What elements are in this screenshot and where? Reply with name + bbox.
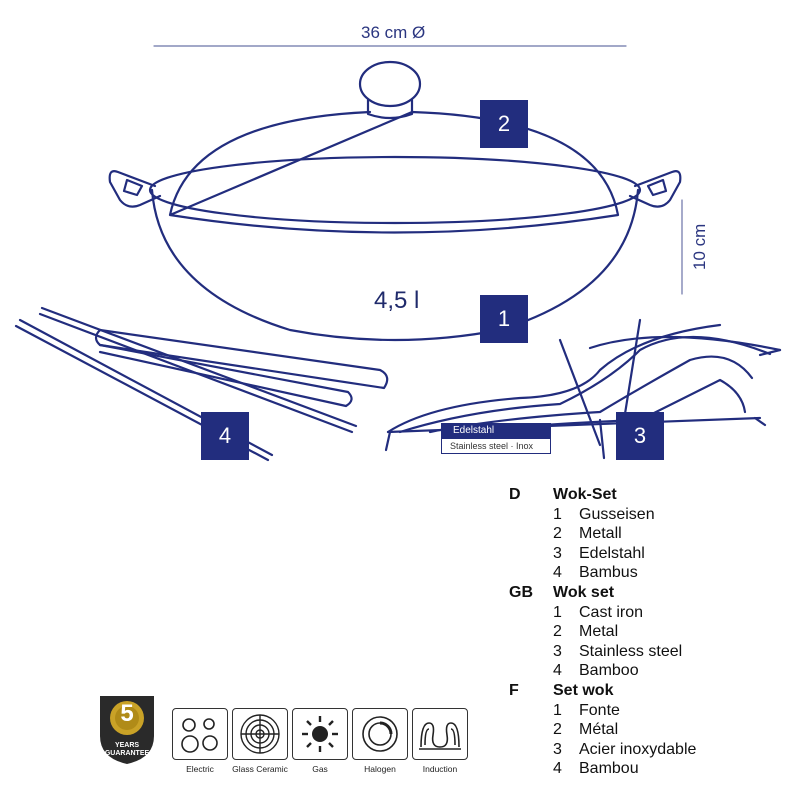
halogen-hob-icon	[362, 716, 398, 752]
diameter-label: 36 cm Ø	[361, 23, 426, 42]
legend-item: Fonte	[579, 701, 620, 719]
legend-item: Gusseisen	[579, 505, 655, 523]
legend-item: Acier inoxydable	[579, 740, 697, 758]
legend-item: Cast iron	[579, 603, 644, 621]
item-number: 1	[553, 603, 562, 621]
induction-hob-icon	[419, 722, 461, 750]
guarantee-line-1: YEARS	[114, 742, 140, 749]
hob-label: Gas	[312, 764, 328, 774]
item-number: 2	[553, 721, 562, 739]
hob-electric: Electric	[172, 708, 228, 774]
hob-gas: Gas	[292, 708, 348, 774]
hob-label: Electric	[186, 764, 214, 774]
item-number: 2	[553, 525, 562, 543]
hob-label: Glass Ceramic	[232, 764, 288, 774]
steel-tag-title: Edelstahl	[441, 423, 551, 439]
legend-item: Edelstahl	[579, 544, 645, 562]
item-number: 4	[553, 760, 562, 778]
wok-rim	[148, 155, 642, 225]
badge-1-wok: 1	[480, 295, 528, 343]
badge-2-lid: 2	[480, 100, 528, 148]
bamboo-tongs	[94, 328, 389, 408]
legend-item: Bamboo	[579, 662, 639, 680]
hob-label: Induction	[422, 764, 458, 774]
item-number: 1	[553, 505, 562, 523]
language-code: F	[509, 681, 519, 699]
legend-item: Métal	[579, 721, 619, 739]
hob-induction: Induction	[412, 708, 468, 774]
language-code: GB	[509, 583, 533, 601]
item-number: 3	[553, 642, 562, 660]
item-number: 4	[553, 564, 562, 582]
height-label: 10 cm	[690, 223, 709, 270]
badge-4-bamboo: 4	[201, 412, 249, 460]
wok-body	[150, 188, 640, 342]
hob-glass-ceramic: Glass Ceramic	[232, 708, 288, 774]
wok-handle-left	[108, 170, 162, 208]
legend-title: Set wok	[553, 681, 614, 699]
legend-group-de: D Wok-Set 1 Gusseisen 2 Metall 3 Edelstahl 4…	[509, 485, 696, 583]
legend-group-gb: GB Wok set 1 Cast iron 2 Metal 3 Stainless s…	[509, 583, 696, 681]
guarantee-line-2: GUARANTEE	[104, 750, 150, 757]
legend-group-fr: F Set wok 1 Fonte 2 Métal 3 Acier inoxydable…	[509, 681, 696, 779]
hob-compatibility: Electric Glass Ceramic	[172, 708, 468, 774]
hob-label: Halogen	[364, 764, 396, 774]
language-code: D	[509, 486, 521, 503]
item-number: 3	[553, 544, 562, 562]
wok-set-illustration	[14, 45, 782, 462]
hob-halogen: Halogen	[352, 708, 408, 774]
wok-handle-right	[628, 170, 682, 208]
guarantee-seal-icon	[100, 696, 154, 764]
legend-title: Wok set	[553, 583, 615, 601]
item-number: 1	[553, 701, 562, 719]
guarantee-text: YEARS GUARANTEE	[96, 742, 158, 758]
item-number: 2	[553, 623, 562, 641]
legend-item: Bambou	[579, 760, 639, 778]
badge-3-rack: 3	[616, 412, 664, 460]
stainless-steel-tag: Edelstahl Stainless steel · Inox	[441, 423, 551, 454]
item-number: 3	[553, 740, 562, 758]
steel-tag-subtitle: Stainless steel · Inox	[441, 439, 551, 454]
legend-item: Metall	[579, 525, 622, 543]
gas-hob-icon	[302, 716, 338, 752]
wok-lid	[168, 110, 620, 234]
legend-item: Bambus	[579, 564, 638, 582]
volume-label: 4,5 l	[374, 287, 420, 314]
electric-hob-icon	[181, 718, 218, 753]
legend-item: Stainless steel	[579, 642, 683, 660]
legend-title: Wok-Set	[553, 486, 617, 503]
glass-ceramic-hob-icon	[240, 714, 280, 754]
lid-knob	[358, 60, 422, 120]
legend-item: Metal	[579, 623, 619, 641]
item-number: 4	[553, 662, 562, 680]
guarantee-badge: 5 YEARS GUARANTEE	[96, 696, 158, 764]
guarantee-years-number: 5	[120, 700, 134, 727]
material-legend: D Wok-Set 1 Gusseisen 2 Metall 3 Edelstahl 4…	[509, 485, 696, 779]
